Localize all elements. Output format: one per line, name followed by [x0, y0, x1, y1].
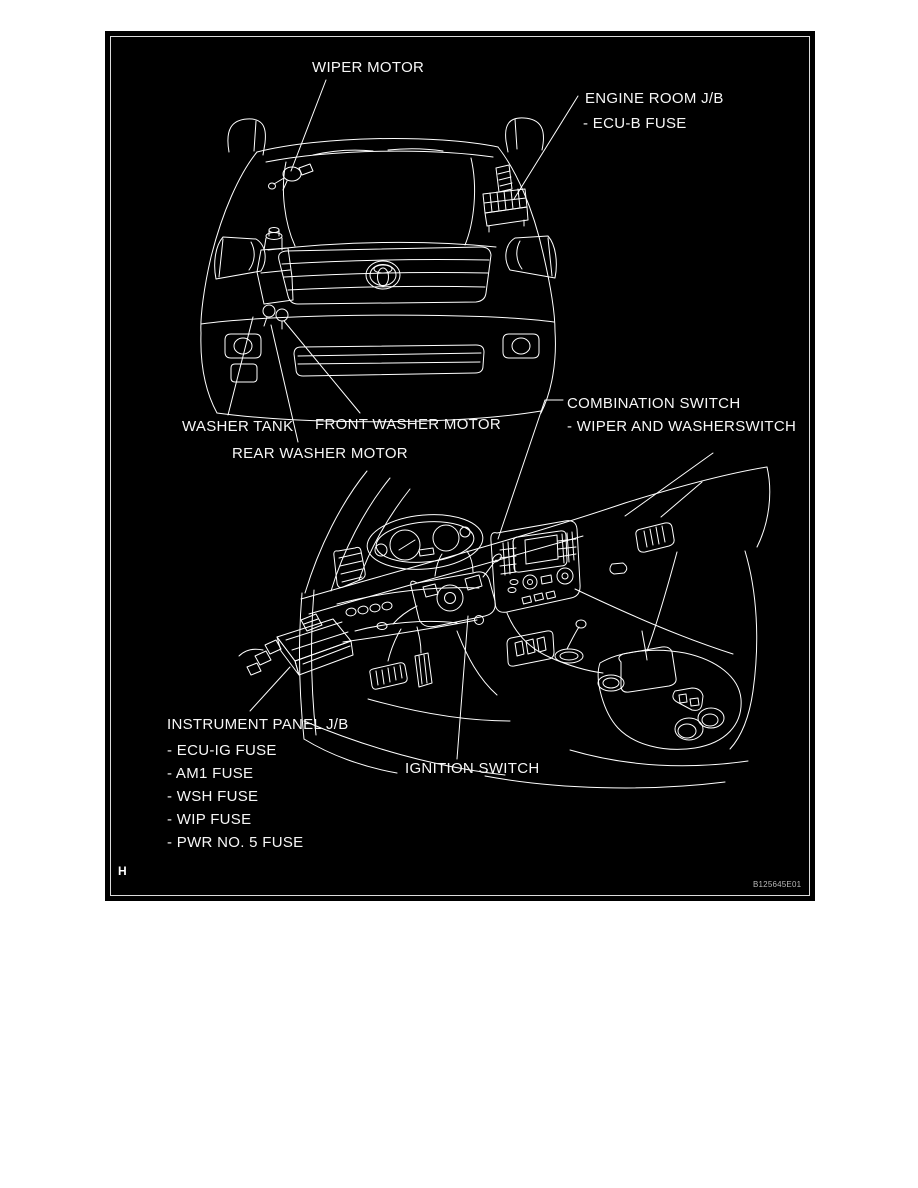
right-mirror: [505, 117, 544, 153]
callout-am1-fuse: - AM1 FUSE: [167, 765, 254, 782]
instrument-cluster: [366, 514, 484, 570]
front-grille: [278, 246, 492, 305]
callout-engine-room-jb: ENGINE ROOM J/B: [585, 90, 724, 107]
washer-motor-parts: [262, 304, 289, 330]
passenger-dash: [574, 522, 758, 750]
center-console: [456, 612, 742, 750]
center-stack: [490, 520, 581, 613]
driver-air-vent: [333, 546, 366, 588]
right-headlight: [505, 235, 557, 279]
windshield-cowl: [256, 137, 499, 163]
washer-tank-part: [256, 227, 294, 305]
callout-pwr-no5-fuse: - PWR NO. 5 FUSE: [167, 834, 304, 851]
leader-wiper-motor: [290, 79, 327, 172]
combination-switch-part: [392, 550, 502, 628]
leader-ignition-switch: [456, 615, 469, 760]
callout-wip-fuse: - WIP FUSE: [167, 811, 252, 828]
leader-combination-switch: [497, 399, 564, 540]
climate-controls: [506, 630, 555, 667]
callout-combination-switch: COMBINATION SWITCH: [567, 395, 741, 412]
engine-room-jb-part: [482, 164, 529, 233]
instrument-panel-jb-part: [238, 613, 354, 676]
leader-front-washer-motor: [283, 320, 361, 414]
wiper-motor-part: [268, 163, 314, 191]
hood: [267, 157, 497, 251]
pedals: [369, 626, 433, 690]
component-location-diagram: WIPER MOTOR ENGINE ROOM J/B - ECU-B FUSE…: [105, 31, 815, 901]
instrument-panel-fuse-list: - ECU-IG FUSE - AM1 FUSE - WSH FUSE - WI…: [167, 743, 303, 858]
knee-bolster: [299, 587, 480, 774]
leader-lines: [227, 79, 579, 760]
callout-wsh-fuse: - WSH FUSE: [167, 788, 259, 805]
left-headlight: [214, 236, 266, 280]
toyota-emblem: [365, 260, 401, 290]
ignition-switch-part: [474, 615, 484, 625]
callout-ignition-switch: IGNITION SWITCH: [405, 760, 540, 777]
leader-engine-room-jb: [513, 95, 579, 200]
callout-front-washer-motor: FRONT WASHER MOTOR: [315, 416, 501, 433]
left-mirror: [227, 118, 266, 156]
callout-washer-tank: WASHER TANK: [182, 418, 294, 435]
front-bumper: [200, 314, 555, 423]
page-corner-mark: H: [118, 864, 127, 878]
dashboard-illustration: [238, 452, 771, 789]
callout-rear-washer-motor: REAR WASHER MOTOR: [232, 445, 408, 462]
callout-wiper-and-washer-switch: - WIPER AND WASHERSWITCH: [567, 418, 797, 435]
leader-washer-tank: [227, 316, 254, 416]
callout-ecu-ig-fuse: - ECU-IG FUSE: [167, 742, 277, 759]
callout-wiper-motor: WIPER MOTOR: [312, 59, 425, 76]
callout-instrument-panel-jb: INSTRUMENT PANEL J/B: [167, 716, 349, 733]
leader-instrument-panel-jb: [249, 666, 291, 712]
vehicle-line-art: [200, 79, 771, 789]
floor-lines: [303, 698, 749, 789]
callout-ecu-b-fuse: - ECU-B FUSE: [583, 115, 687, 132]
driver-a-pillar: [304, 470, 411, 594]
dash-top: [300, 452, 771, 615]
front-view-illustration: [200, 117, 557, 423]
figure-code: B125645E01: [753, 880, 802, 889]
leader-rear-washer-motor: [270, 324, 299, 443]
